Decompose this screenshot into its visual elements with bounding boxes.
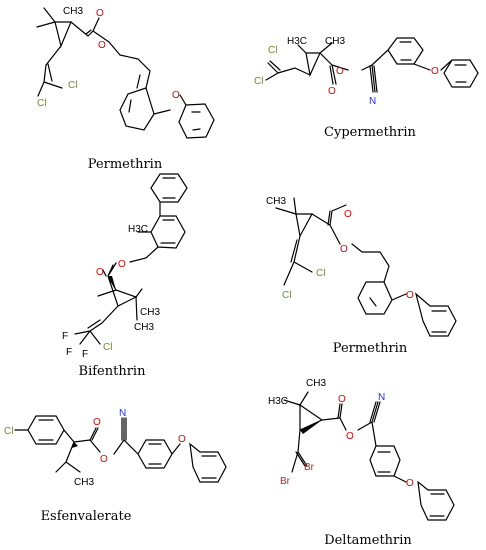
atom-o: O [118,259,126,270]
bonds [275,197,457,337]
molecule-esfenvalerate: Cl O O N CH3 O Esfenvalerate [4,408,227,524]
molecule-permethrin-middle: CH3 O O Cl Cl O Permethrin [266,196,457,356]
atom-cl: Cl [103,342,112,353]
atom-o: O [172,90,180,101]
atom-cl: Cl [4,426,13,437]
atom-n: N [119,408,126,419]
caption-cypermethrin: Cypermethrin [324,125,417,140]
atom-ch3: CH3 [63,6,83,17]
molecule-cypermethrin: Cl Cl H3C CH3 O O N O Cypermethrin [254,36,479,140]
bonds [14,415,227,483]
caption-bifenthrin: Bifenthrin [79,364,147,379]
caption-deltamethrin: Deltamethrin [324,533,412,548]
atom-f: F [82,349,88,360]
atom-ch3: CH3 [266,196,286,207]
atom-o: O [96,267,104,278]
atom-f: F [66,347,72,358]
atom-cl: Cl [316,268,325,279]
atom-cl: Cl [268,45,277,56]
atom-h3c: H3C [128,224,148,235]
atom-h3c: H3C [287,36,307,47]
atom-ch3: CH3 [306,378,326,389]
bonds [36,7,215,139]
atom-o: O [338,394,346,405]
ring-bond [145,87,155,115]
atom-o: O [328,86,336,97]
wedge-bond [108,276,116,290]
caption-esfenvalerate: Esfenvalerate [41,509,132,524]
atom-cl: Cl [282,290,291,301]
atom-n: N [369,96,376,107]
atom-br: Br [304,462,315,473]
atom-o: O [100,454,108,465]
wedge-bond [300,420,322,434]
wedge-bond [72,442,78,448]
molecule-bifenthrin: H3C O O CH3 CH3 F F F Cl Bifenthrin [62,173,188,379]
atom-o: O [96,8,104,19]
atom-h3c: H3C [268,396,288,407]
bonds [265,37,479,93]
atom-ch3: CH3 [74,477,94,488]
atom-o: O [346,431,354,442]
caption-permethrin: Permethrin [333,341,408,356]
bonds [283,391,455,521]
atom-o: O [406,290,414,301]
molecule-deltamethrin: H3C CH3 O O N Br Br O Deltamethrin [268,378,455,548]
atom-cl: Cl [254,76,263,87]
atom-o: O [431,66,439,77]
atom-cl: Cl [37,98,46,109]
atom-ch3: CH3 [325,36,345,47]
atom-o: O [344,209,352,220]
atom-o: O [93,417,101,428]
molecule-permethrin-top: CH3 Cl Cl O O O Permethrin [36,6,215,172]
caption-permethrin: Permethrin [88,157,163,172]
atom-o: O [406,478,414,489]
atom-ch3: CH3 [140,307,160,318]
atom-o: O [178,434,186,445]
atom-cl: Cl [68,80,77,91]
atom-f: F [62,331,68,342]
atom-o: O [336,66,344,77]
atom-br: Br [280,476,291,487]
atom-ch3: CH3 [134,322,154,333]
atom-o: O [340,244,348,255]
atom-n: N [378,392,385,403]
bonds [74,173,188,345]
atom-o: O [98,40,106,51]
